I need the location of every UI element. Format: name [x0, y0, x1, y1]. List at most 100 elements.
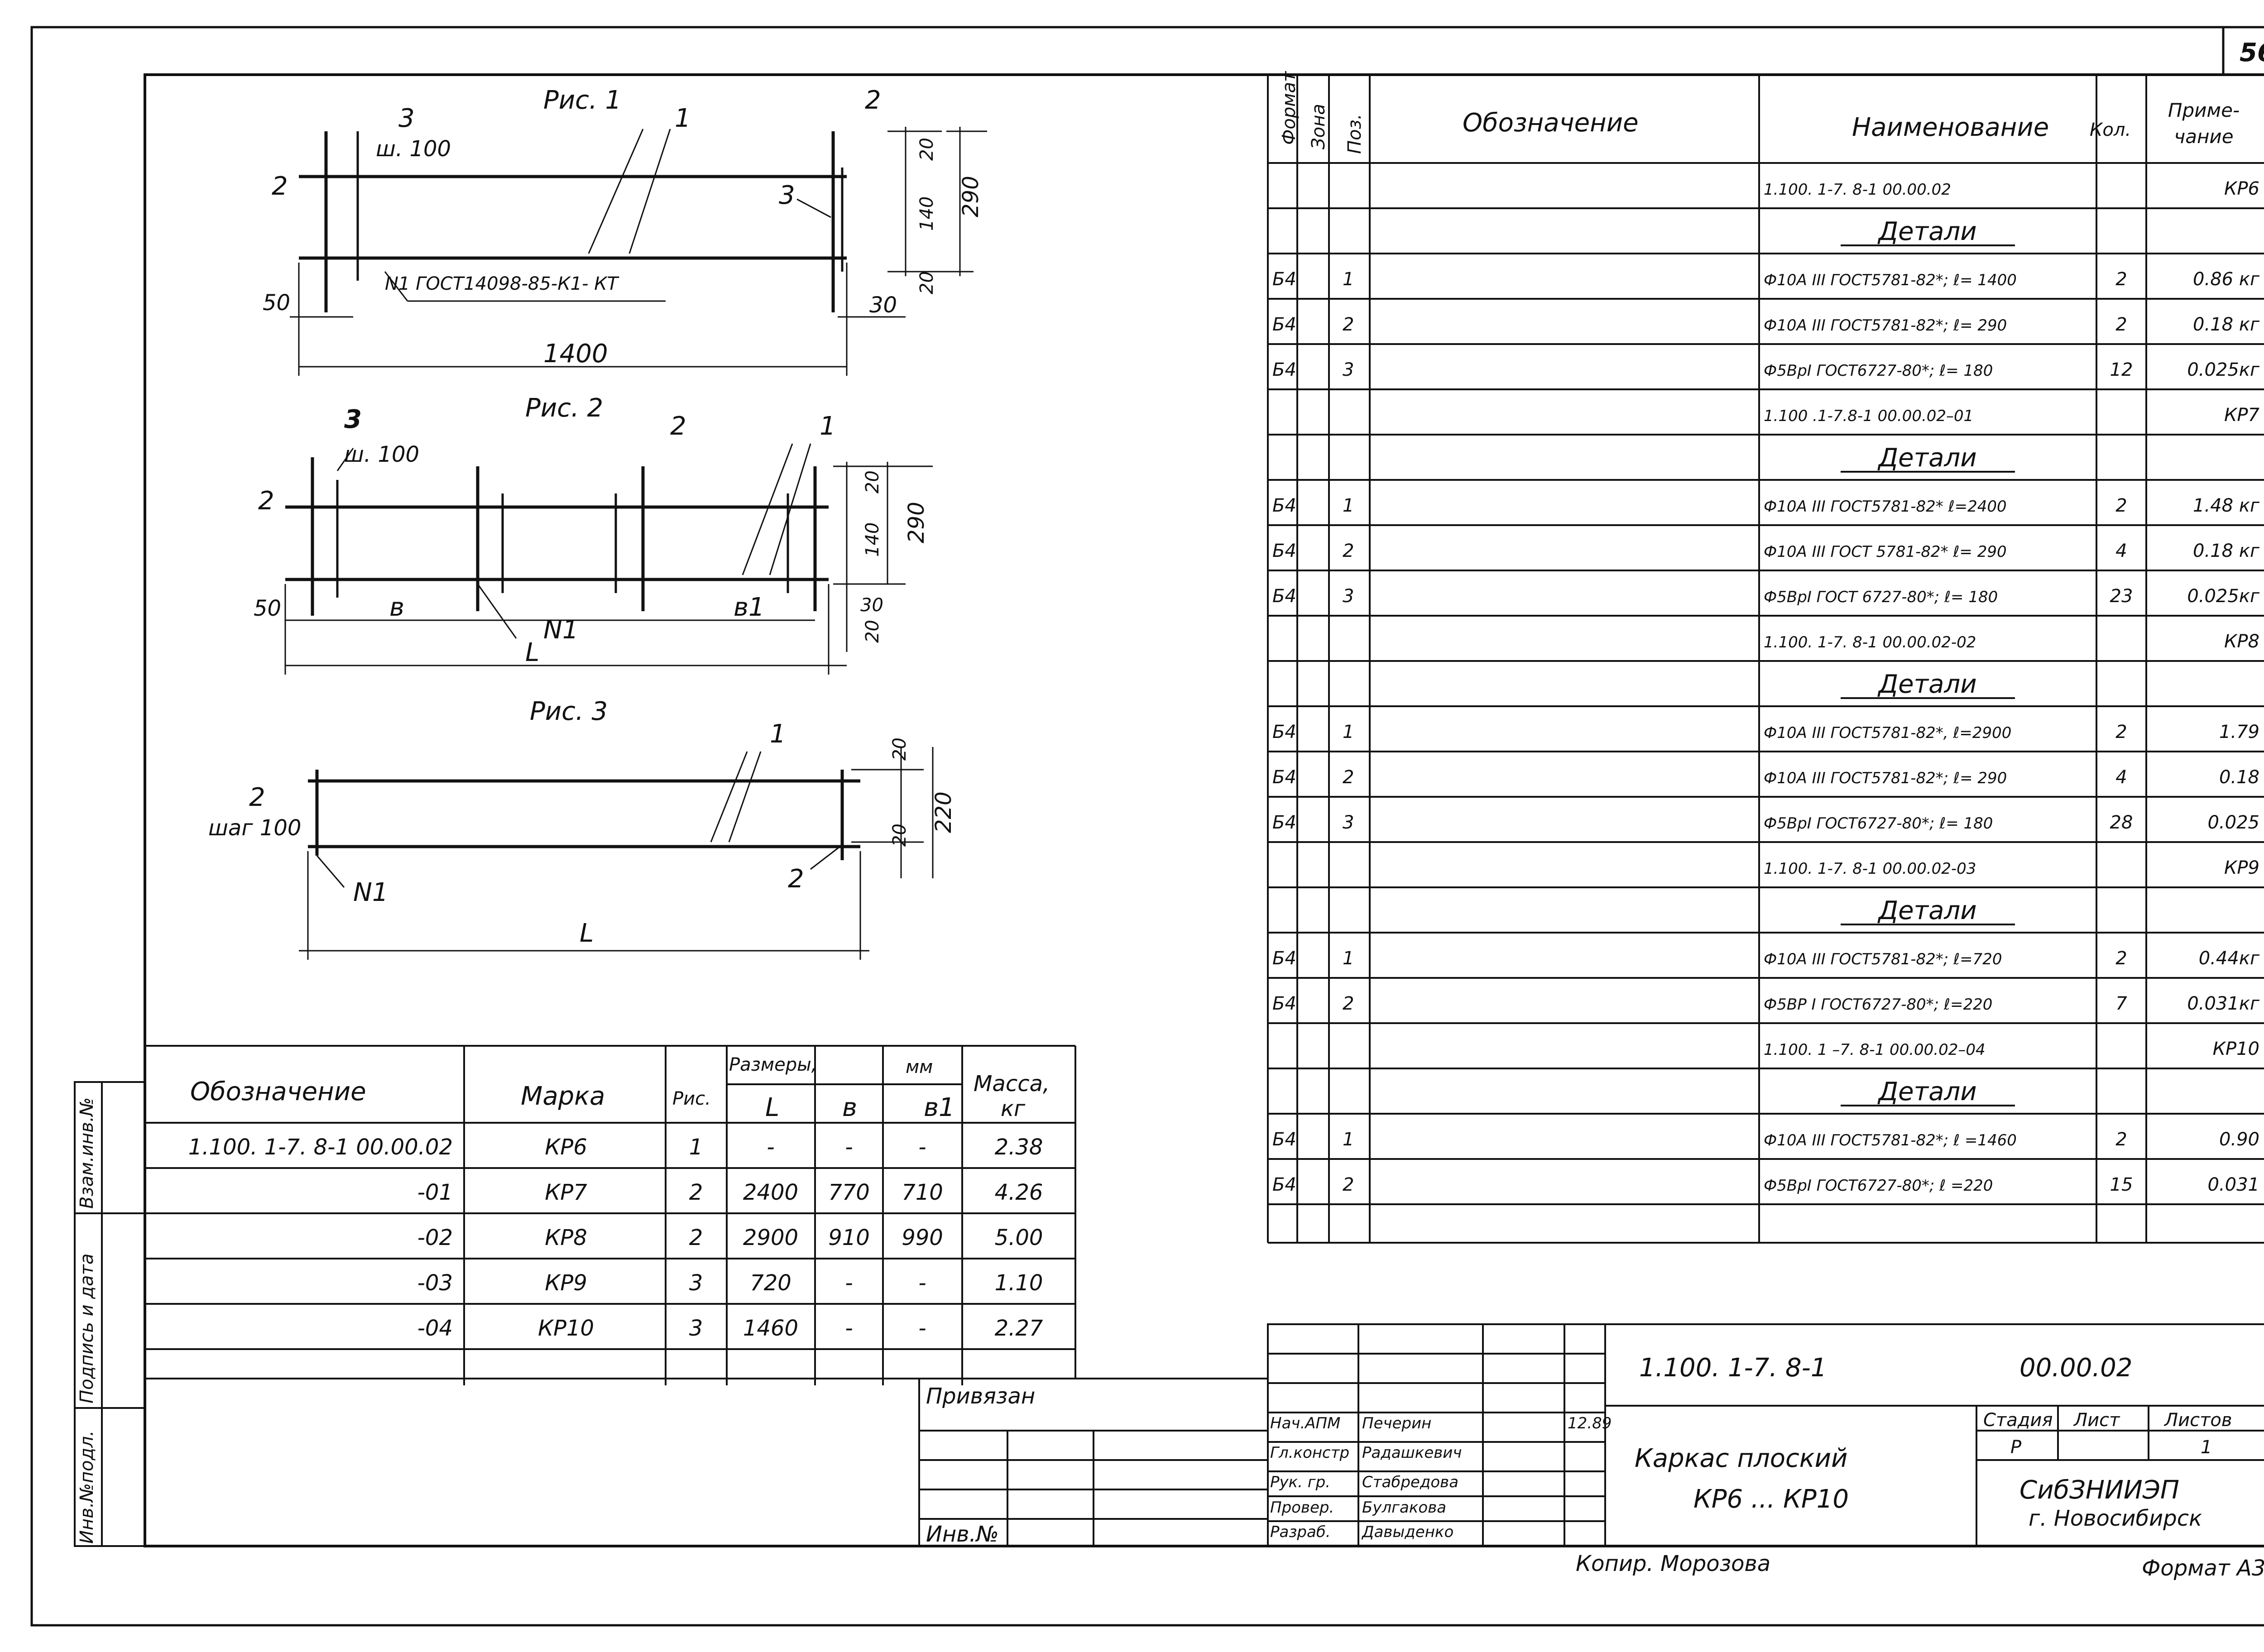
- spec-cell-format: Б4: [1272, 722, 1296, 742]
- spec-cell-pos: 2: [1343, 314, 1354, 335]
- spec-cell-format: Б4: [1272, 993, 1296, 1014]
- svg-text:20: 20: [916, 138, 937, 161]
- binding-label: Привязан: [926, 1384, 1035, 1409]
- spec-cell-pos: 2: [1343, 1174, 1354, 1195]
- side-stamp-signature: Подпись и дата: [77, 1254, 97, 1403]
- spec-cell-qty: 2: [2115, 495, 2127, 516]
- spec-cell-note: 1.48 кг: [2193, 495, 2260, 516]
- figure-3: [299, 747, 934, 960]
- marks-cell-mass: 2.27: [995, 1316, 1043, 1341]
- spec-cell-note: КР10: [2213, 1039, 2259, 1059]
- sheet-number-box: 56: [2222, 27, 2264, 76]
- spec-cell-qty: 23: [2110, 586, 2133, 607]
- spec-cell-name: 1.100. 1-7. 8-1 00.00.02-02: [1764, 633, 1976, 651]
- figure-2-title: Рис. 2: [525, 393, 603, 423]
- spec-cell-note: 0.86 кг: [2193, 269, 2260, 290]
- spec-cell-name: Ф5ВрI ГОСТ 6727-80*; ℓ= 180: [1764, 588, 1998, 606]
- marks-cell-designation: -01: [417, 1180, 453, 1205]
- marks-cell-b1: -: [918, 1316, 926, 1341]
- spec-cell-pos: 2: [1343, 767, 1354, 788]
- spec-cell-format: Б4: [1272, 1129, 1296, 1150]
- svg-text:N1: N1: [543, 615, 579, 645]
- title-name-line1: Каркас плоский: [1635, 1444, 1847, 1473]
- svg-text:220: 220: [931, 791, 956, 833]
- figure-1: [290, 127, 987, 376]
- marks-cell-fig: 1: [689, 1135, 703, 1160]
- spec-cell-pos: 2: [1343, 993, 1354, 1014]
- sheet-number: 56: [2240, 38, 2264, 67]
- sheet-label: Лист: [2073, 1410, 2120, 1431]
- spec-cell-name: Ф10А III ГОСТ5781-82*, ℓ=2900: [1764, 724, 2011, 742]
- svg-text:140: 140: [916, 196, 937, 231]
- spec-cell-section: Детали: [1877, 1077, 1976, 1106]
- svg-text:шаг 100: шаг 100: [208, 815, 301, 841]
- title-block-person: Провер.Булгакова: [1270, 1499, 1446, 1517]
- person-date: 12.89: [1568, 1414, 1612, 1432]
- marks-cell-mass: 4.26: [995, 1180, 1043, 1205]
- svg-text:1400: 1400: [543, 339, 608, 369]
- spec-cell-name: Ф10А III ГОСТ5781-82*; ℓ= 290: [1764, 769, 2007, 787]
- person-name: Печерин: [1362, 1414, 1431, 1432]
- marks-cell-l: 1460: [743, 1316, 798, 1341]
- person-role: Разраб.: [1270, 1523, 1331, 1541]
- spec-cell-name: 1.100. 1-7. 8-1 00.00.02-03: [1764, 860, 1976, 878]
- title-block-person: Рук. гр.Стабредова: [1270, 1473, 1458, 1491]
- title-name-line2: КР6 ... КР10: [1693, 1484, 1849, 1514]
- spec-cell-note: 0.031: [2207, 1174, 2259, 1195]
- spec-cell-name: Ф10А III ГОСТ5781-82*; ℓ =1460: [1764, 1131, 2017, 1149]
- svg-text:2: 2: [272, 172, 288, 201]
- spec-cell-name: Ф5ВрI ГОСТ6727-80*; ℓ= 180: [1764, 814, 1993, 833]
- spec-cell-qty: 2: [2115, 722, 2127, 742]
- sheets-value: 1: [2201, 1437, 2212, 1458]
- spec-cell-name: Ф5ВР I ГОСТ6727-80*; ℓ=220: [1764, 996, 1992, 1014]
- svg-text:290: 290: [904, 502, 929, 543]
- spec-header-zone: Зона: [1308, 104, 1329, 149]
- spec-row: Детали: [1841, 443, 2015, 473]
- spec-cell-name: Ф5ВрI ГОСТ6727-80*; ℓ= 180: [1764, 362, 1993, 380]
- spec-header-name: Наименование: [1852, 113, 2049, 142]
- spec-header-pos: Поз.: [1344, 114, 1365, 154]
- spec-cell-format: Б4: [1272, 1174, 1296, 1195]
- marks-header-mass-unit: кг: [1001, 1096, 1026, 1121]
- spec-cell-name: Ф10А III ГОСТ5781-82*; ℓ= 1400: [1764, 271, 2017, 289]
- spec-cell-section: Детали: [1877, 896, 1976, 925]
- spec-header-qty: Кол.: [2090, 120, 2131, 140]
- spec-cell-note: 0.90: [2219, 1129, 2259, 1150]
- spec-cell-note: КР7: [2224, 405, 2260, 426]
- title-block: Привязан Инв.№ 1.100. 1-7. 8-1 00.00.02 …: [145, 1323, 2264, 1547]
- spec-cell-name: Ф5ВрI ГОСТ6727-80*; ℓ =220: [1764, 1177, 1993, 1195]
- marks-cell-mark: КР6: [545, 1135, 587, 1160]
- spec-cell-name: Ф10А III ГОСТ5781-82*; ℓ=720: [1764, 950, 2002, 968]
- person-name: Булгакова: [1362, 1499, 1446, 1517]
- spec-cell-note: 0.031кг: [2187, 993, 2260, 1014]
- specification-table: Формат Зона Поз. Обозначение Наименовани…: [1267, 71, 2264, 1244]
- svg-text:20: 20: [862, 470, 883, 493]
- svg-text:20: 20: [916, 271, 937, 294]
- svg-text:3: 3: [344, 405, 362, 434]
- svg-text:2: 2: [788, 864, 804, 894]
- spec-cell-note: КР6: [2224, 178, 2259, 199]
- person-role: Рук. гр.: [1270, 1473, 1330, 1491]
- spec-cell-note: КР8: [2224, 631, 2259, 652]
- marks-header-fig: Рис.: [672, 1088, 711, 1109]
- marks-header-mark: Марка: [521, 1082, 605, 1111]
- footer-copied: Копир. Морозова: [1576, 1551, 1770, 1576]
- spec-cell-format: Б4: [1272, 812, 1296, 833]
- svg-text:1: 1: [675, 104, 691, 133]
- footer-format: Формат А3: [2142, 1556, 2264, 1581]
- marks-cell-l: -: [767, 1135, 774, 1160]
- spec-cell-pos: 1: [1343, 1129, 1354, 1150]
- svg-text:3: 3: [779, 181, 795, 210]
- side-stamp: Инв.№подл. Подпись и дата Взам.инв.№: [74, 1081, 146, 1547]
- marks-cell-b: 910: [828, 1225, 870, 1250]
- marks-cell-designation: 1.100. 1-7. 8-1 00.00.02: [188, 1135, 453, 1160]
